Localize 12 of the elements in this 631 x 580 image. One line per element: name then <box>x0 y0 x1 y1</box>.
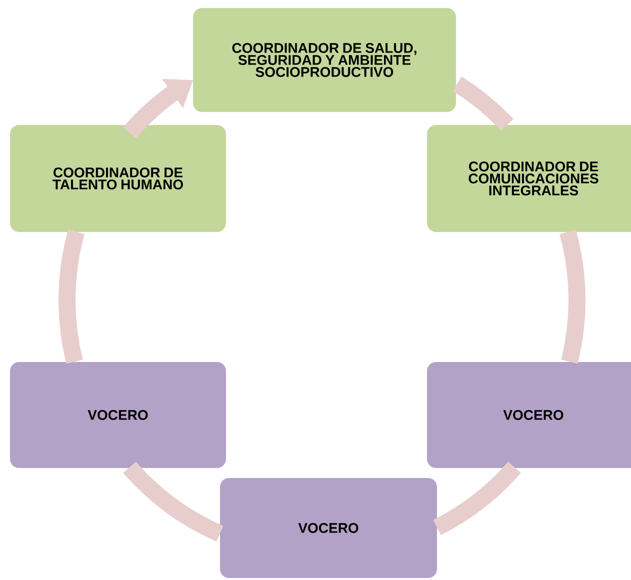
process-box: VOCERO <box>10 362 226 468</box>
ring-segment <box>123 462 224 542</box>
process-box: COORDINADOR DE SALUD, SEGURIDAD Y AMBIENTE SOCIOPRODUCTIVO <box>193 8 456 112</box>
ring-segment <box>559 230 586 364</box>
process-box: VOCERO <box>427 362 631 468</box>
curved-arrow <box>123 78 193 138</box>
process-box: COORDINADOR DE TALENTO HUMANO <box>10 125 226 232</box>
ring-segment <box>58 230 85 364</box>
ring-segment <box>452 76 514 131</box>
process-box: VOCERO <box>220 478 437 578</box>
process-box: COORDINADOR DE COMUNICACIONES INTEGRALES <box>427 125 631 232</box>
ring-segment <box>433 462 521 536</box>
